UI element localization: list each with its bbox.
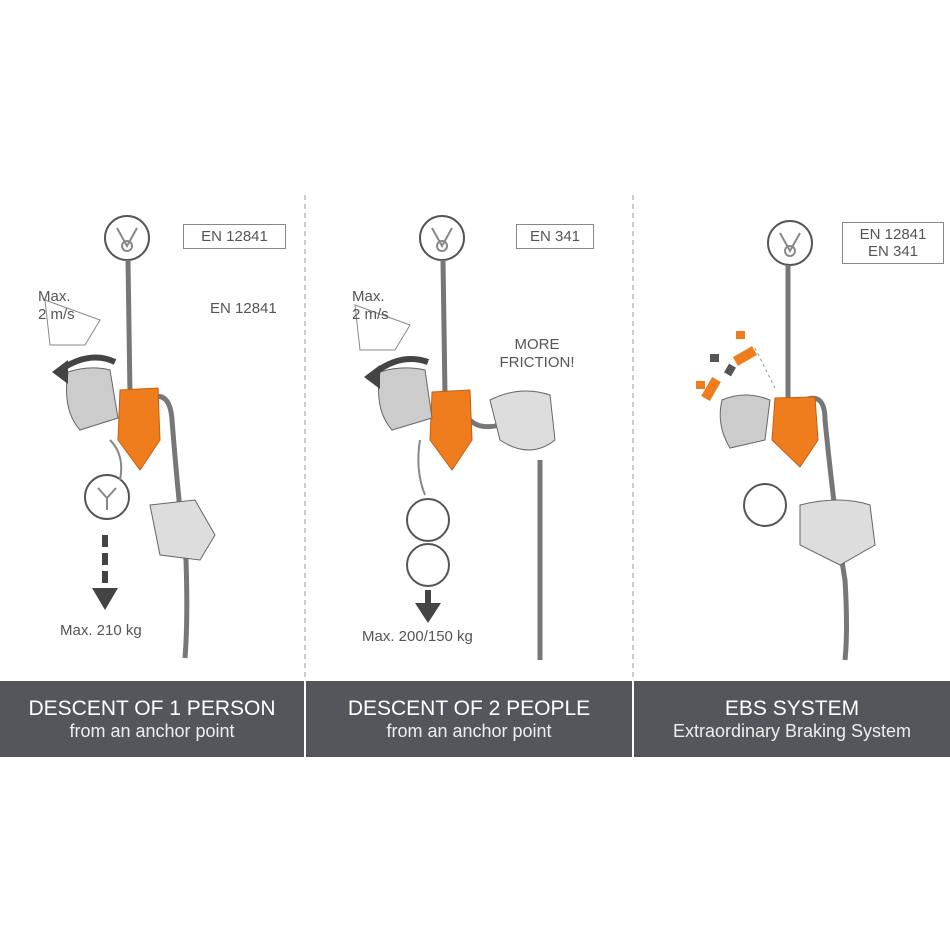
standard-box: EN 12841: [183, 224, 286, 249]
unlock-icon: [710, 354, 719, 362]
speed-arrowhead-icon: [52, 360, 68, 384]
harness-icon: [97, 487, 117, 510]
load-label: Max. 210 kg: [60, 622, 142, 639]
banner-title: EBS SYSTEM: [724, 697, 860, 720]
speed-label-line-1: Max.: [38, 288, 71, 305]
speed-label-line-2: 2 m/s: [38, 306, 75, 323]
carabiner-icon: [417, 439, 426, 496]
handle-locked-icon: [732, 346, 758, 366]
banner-ebs-system: EBS SYSTEM Extraordinary Braking System: [634, 681, 950, 757]
banner-title: DESCENT OF 2 PEOPLE: [347, 697, 591, 720]
hand-icon: [799, 499, 876, 566]
load-arrowhead-icon: [92, 588, 118, 610]
hand-icon: [149, 499, 216, 561]
banner-descent-2-people: DESCENT OF 2 PEOPLE from an anchor point: [306, 681, 632, 757]
banner-descent-1-person: DESCENT OF 1 PERSON from an anchor point: [0, 681, 304, 757]
handle-unlocked-icon: [724, 363, 736, 377]
hand-icon: [489, 390, 556, 451]
carabiner-icon: [109, 439, 123, 481]
ebs-handle-positions-icon: [701, 346, 776, 402]
anchor-icon: [104, 215, 150, 261]
speed-label: Max.2 m/s: [38, 288, 75, 324]
banner-subtitle: from an anchor point: [69, 721, 235, 741]
lock-icon: [696, 381, 705, 389]
rope: [440, 259, 448, 396]
panel-dividers: [304, 195, 634, 681]
speed-arrowhead-icon: [364, 365, 380, 389]
hand-icon: [66, 367, 119, 431]
anchor-ring-icon: [784, 245, 796, 257]
panel-3-illustration: [696, 220, 876, 661]
person-icon: [743, 483, 787, 527]
anchor-sling-icon: [116, 227, 138, 249]
rope: [125, 259, 133, 396]
banner-subtitle: Extraordinary Braking System: [672, 721, 912, 741]
standard-line-2: EN 341: [867, 243, 919, 260]
handle-locked-icon: [701, 376, 721, 402]
speed-label-line-1: Max.: [352, 288, 385, 305]
standard-line-1: EN 12841: [859, 226, 927, 243]
anchor-icon: [767, 220, 813, 266]
panel-1-illustration: [44, 215, 216, 659]
anchor-sling-icon: [431, 227, 453, 249]
speed-dial-icon: [354, 304, 411, 351]
load-arrowhead-icon: [415, 603, 441, 623]
standard-box: EN 341: [516, 224, 594, 249]
hand-icon: [719, 394, 771, 449]
handle-travel-line: [754, 347, 776, 389]
panel-2-illustration: [354, 215, 556, 660]
person-icon: [406, 498, 450, 542]
anchor-ring-icon: [436, 240, 448, 252]
speed-label-line-2: 2 m/s: [352, 306, 389, 323]
anchor-icon: [419, 215, 465, 261]
banner-title: DESCENT OF 1 PERSON: [28, 697, 276, 720]
speed-label: Max.2 m/s: [352, 288, 389, 324]
anchor-ring-icon: [121, 240, 133, 252]
anchor-sling-icon: [779, 232, 801, 254]
friction-label-line-2: FRICTION!: [499, 354, 575, 371]
speed-dial-icon: [44, 299, 101, 346]
friction-label-line-1: MORE: [514, 336, 560, 353]
banner-subtitle: from an anchor point: [386, 721, 552, 741]
lock-icon: [736, 331, 745, 339]
person-icon: [406, 543, 450, 587]
load-label: Max. 200/150 kg: [362, 628, 473, 645]
descender-device-icon: [117, 387, 161, 471]
hand-icon: [378, 367, 433, 431]
descender-device-icon: [429, 389, 473, 471]
standard-label: EN 12841: [210, 300, 277, 317]
descender-device-icon: [771, 396, 819, 468]
